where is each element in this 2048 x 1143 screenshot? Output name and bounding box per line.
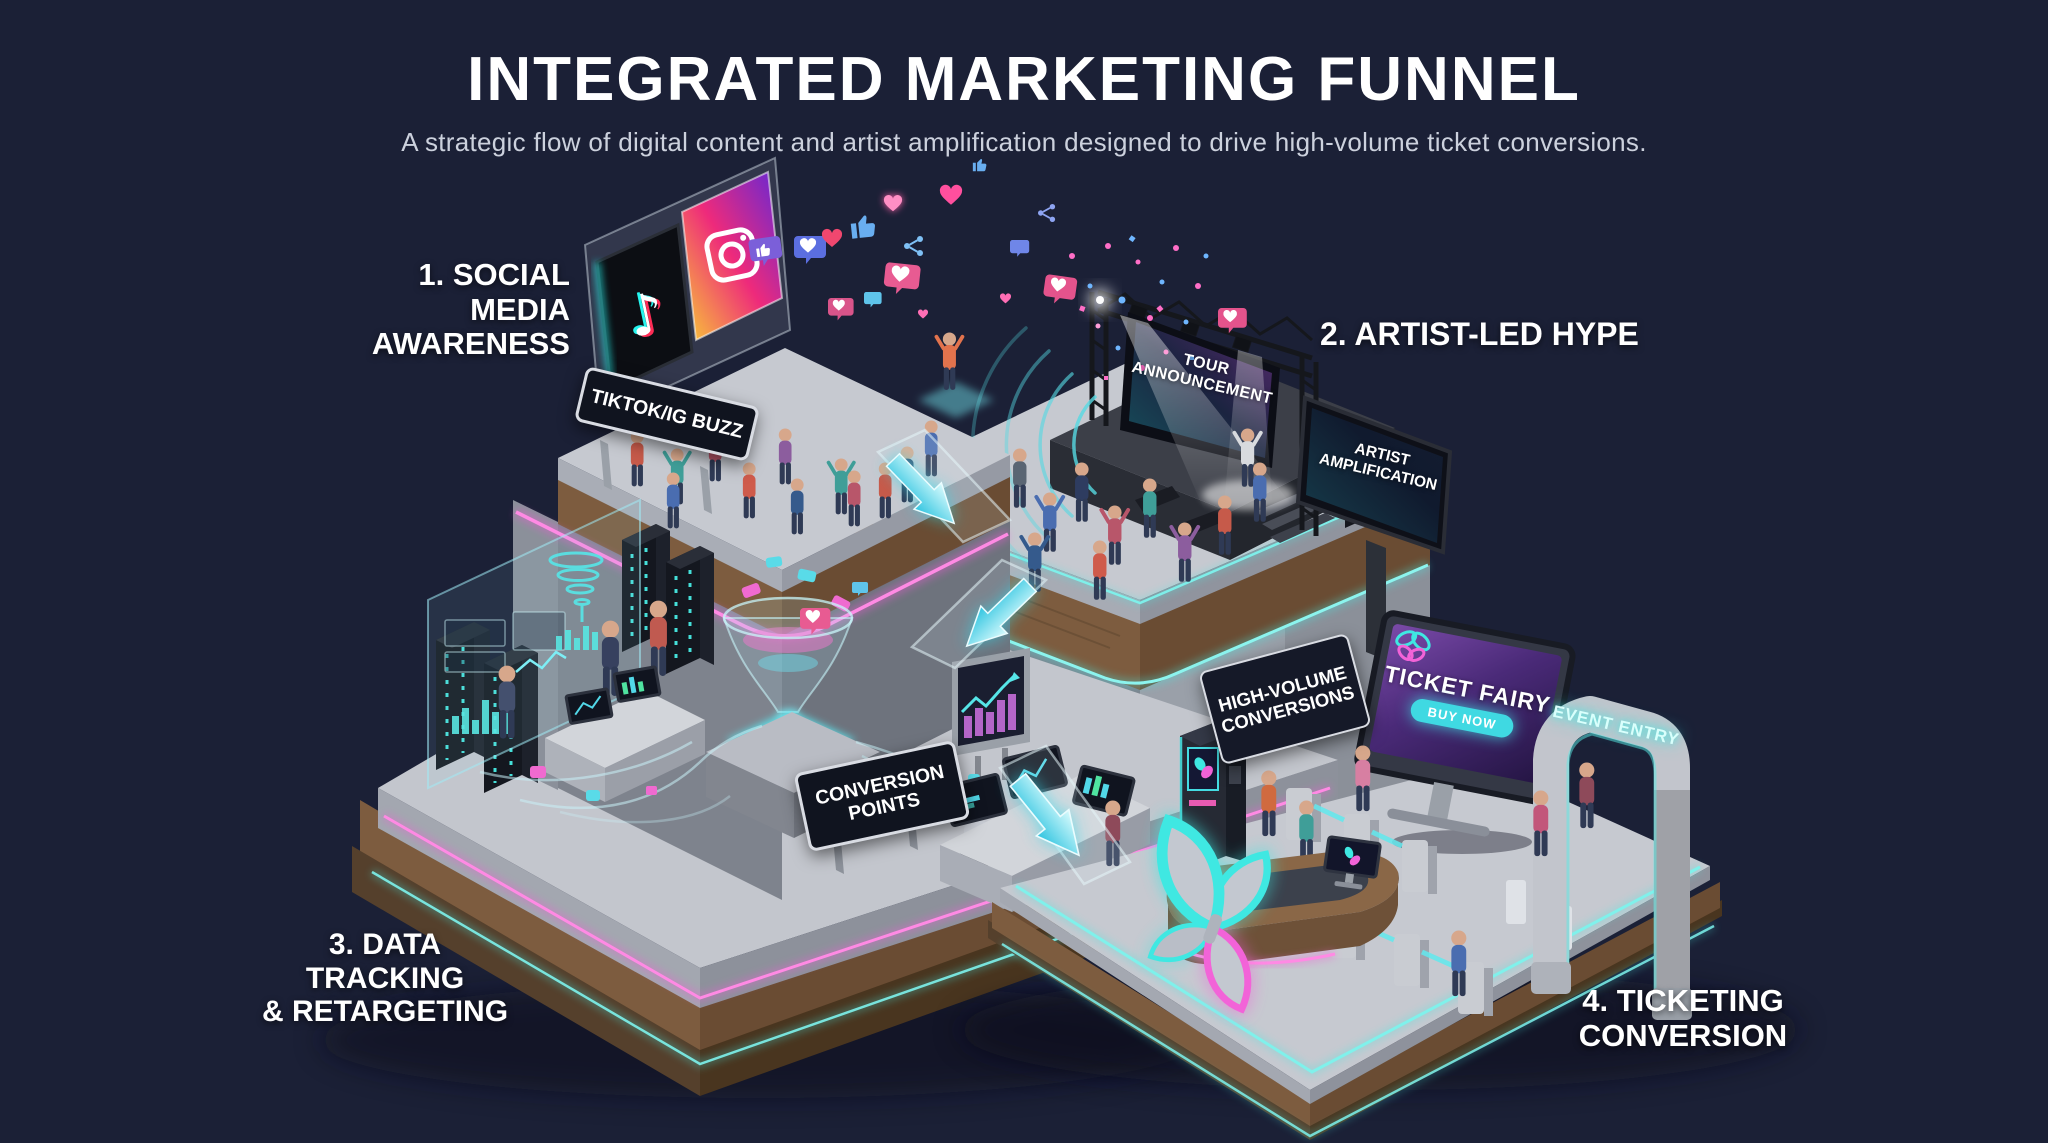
like-bubble-icon xyxy=(1042,274,1078,307)
like-bubble-icon xyxy=(828,298,854,321)
holo-stage-cube xyxy=(918,382,994,418)
analytics-board xyxy=(952,648,1030,788)
stage-label-data-tracking: 3. DATA TRACKING & RETARGETING xyxy=(254,928,516,1029)
artist-amplification-billboard xyxy=(1295,395,1453,555)
ticket-fairy-screen: TICKET FAIRY BUY NOW xyxy=(1370,625,1561,781)
stage-label-social-media: 1. SOCIAL MEDIA AWARENESS xyxy=(316,257,570,362)
share-icon xyxy=(903,235,924,257)
funnel-chart xyxy=(548,551,604,622)
butterfly-icon xyxy=(1395,630,1431,662)
stage-label-line: 3. DATA TRACKING xyxy=(305,928,465,995)
flow-arrow-icon xyxy=(875,428,1013,544)
event-entry-arch xyxy=(1531,696,1692,1020)
funnel-hologram-icon xyxy=(706,556,880,838)
heart-icon xyxy=(917,309,929,319)
flow-arrow-icon xyxy=(909,558,1049,670)
page-title: INTEGRATED MARKETING FUNNEL xyxy=(467,45,1581,114)
hype-particles xyxy=(1069,235,1209,380)
heart-icon xyxy=(883,195,903,212)
like-bubble-icon xyxy=(864,292,882,308)
page-subtitle: A strategic flow of digital content and … xyxy=(401,127,1647,157)
share-icon xyxy=(1037,203,1056,223)
like-bubble-icon xyxy=(882,262,922,297)
heart-icon xyxy=(939,184,963,205)
stage-label-artist-hype: 2. ARTIST-LED HYPE xyxy=(1320,316,1639,352)
floating-social-icons xyxy=(728,158,1247,635)
stage-label-line: & RETARGETING xyxy=(261,995,509,1029)
like-bubble-icon xyxy=(1010,240,1030,257)
flow-chutes xyxy=(875,428,1132,886)
platform-ticketing xyxy=(960,540,1800,1141)
tiktok-icon: ♪ ♪ ♪ xyxy=(594,222,694,393)
stage-label-line: 1. SOCIAL MEDIA xyxy=(418,257,570,327)
flow-arrow-icon xyxy=(998,744,1132,886)
stage-label-line: CONVERSION xyxy=(1578,1017,1788,1053)
holographic-dashboard xyxy=(427,498,641,790)
stage-label-ticketing: 4. TICKETING CONVERSION xyxy=(1564,983,1802,1053)
butterfly-icon xyxy=(1132,819,1271,1011)
stage-label-line: AWARENESS xyxy=(371,326,570,362)
thumbs-up-icon xyxy=(850,214,877,239)
heart-icon xyxy=(999,293,1012,304)
like-bubble-icon xyxy=(794,236,826,264)
dancer xyxy=(936,332,962,389)
stage-label-line: 4. TICKETING xyxy=(1582,983,1784,1018)
thumbs-up-icon xyxy=(972,158,987,172)
